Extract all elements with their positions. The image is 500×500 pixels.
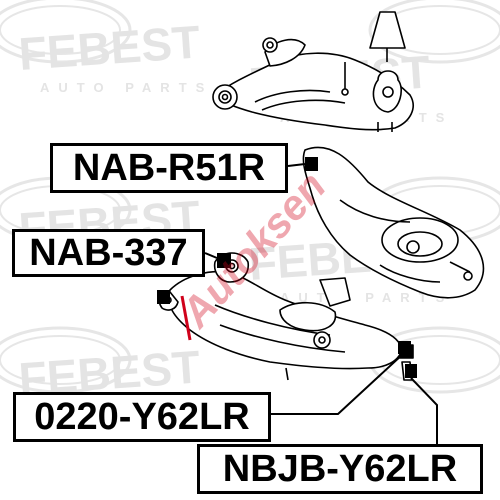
watermark-tagline: AUTO PARTS: [40, 80, 213, 95]
bushing-marker-nab-337-lower: [157, 290, 170, 304]
leader-lines: [204, 163, 438, 444]
leader-0220-y62lr: [271, 353, 404, 415]
bushing-marker-nab-r51r: [305, 157, 318, 171]
part-label-nab-r51r: NAB-R51R: [50, 143, 288, 193]
bushing-markers: [157, 157, 417, 378]
middle-arm-drawing: [302, 146, 485, 299]
upper-control-arm-drawing: [212, 11, 414, 132]
watermark-brand: FEBEST: [17, 15, 202, 80]
bushing-marker-nab-337-upper: [217, 253, 231, 268]
part-label-nbjb-y62lr: NBJB-Y62LR: [197, 444, 483, 494]
leader-nbjb-y62lr: [410, 377, 438, 444]
bushing-marker-0220-y62lr: [398, 341, 411, 354]
watermark-tagline: AUTO PARTS: [280, 290, 453, 305]
leader-nab-r51r: [287, 163, 306, 167]
part-label-0220-y62lr: 0220-Y62LR: [13, 392, 271, 442]
leader-nab-337: [204, 252, 218, 259]
bushing-marker-nbjb-y62lr: [405, 364, 417, 378]
part-label-nab-337: NAB-337: [12, 229, 205, 277]
